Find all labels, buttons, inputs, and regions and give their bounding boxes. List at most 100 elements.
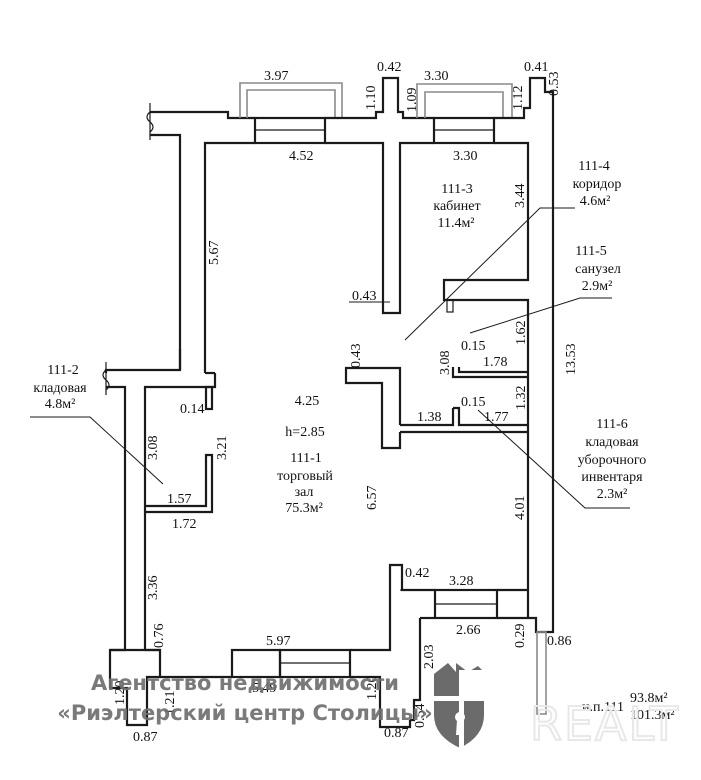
bay-left-outer	[239, 82, 343, 118]
dim-bottom-inner: 5.49	[252, 681, 277, 696]
dim-right-step: 0.29	[513, 624, 528, 649]
room-111-6-name-3: инвентаря	[581, 470, 643, 485]
dim-entrance-small: 0.54	[413, 704, 428, 729]
wall-partition-office	[325, 141, 434, 315]
room-111-2-id: 111-2	[47, 363, 79, 378]
dim-wc-side: 1.62	[514, 321, 529, 346]
dim-partition-stub-2: 0.43	[349, 344, 364, 369]
bay-right-inner	[424, 91, 504, 118]
wall-storage-partition	[145, 453, 214, 514]
wall-central-partition	[344, 366, 402, 450]
dim-corridor-length: 3.08	[438, 351, 453, 376]
wall-top-left	[150, 110, 255, 120]
dim-storage-inner: 1.57	[167, 492, 192, 507]
door-jamb	[446, 299, 454, 313]
wall-right-outer	[494, 76, 555, 634]
dim-office-top: 3.30	[453, 149, 478, 164]
dim-entrance-side: 2.03	[422, 645, 437, 670]
break-mark-top	[146, 103, 154, 140]
room-111-3-name: кабинет	[433, 199, 480, 214]
wall-bottom-right-top	[350, 645, 392, 652]
dim-total-right: 13.53	[564, 344, 579, 376]
dim-hall-side: 5.67	[207, 241, 222, 266]
room-111-6-name-2: уборочного	[578, 453, 647, 468]
wall-stub-014	[204, 385, 214, 411]
area-summary: и.п.111 93.8м² 101.3м²	[582, 691, 675, 723]
wall-bottom-left	[110, 648, 162, 727]
room-111-5-name: санузел	[575, 262, 621, 277]
dim-wall-014: 0.14	[180, 402, 205, 417]
agency-name-line-2: «Риэлтерский центр Столицы»	[57, 701, 432, 725]
room-111-1-name-2: зал	[295, 485, 314, 500]
room-111-1-height: h=2.85	[285, 425, 324, 440]
shield-logo-icon	[434, 663, 484, 748]
bay-right-outer	[416, 83, 513, 118]
room-111-6-area: 2.3м²	[597, 487, 628, 502]
room-111-5-area: 2.9м²	[582, 279, 613, 294]
dim-right-corner: 0.86	[547, 634, 572, 649]
room-111-1-id: 111-1	[290, 451, 322, 466]
room-111-1-name: торговый	[277, 469, 333, 484]
wall-right-inner	[442, 141, 530, 618]
dim-hall-mid: 6.57	[365, 486, 380, 511]
leader-lines	[30, 207, 630, 591]
room-111-1-width: 4.25	[295, 394, 320, 409]
dim-left-stub: 0.76	[152, 624, 167, 649]
dim-ledge-far-right: 0.53	[547, 72, 562, 97]
wall-storage-top	[104, 349, 182, 373]
wall-entrance-side	[410, 618, 422, 722]
dim-store-side: 1.32	[514, 386, 529, 411]
dim-entrance-stub: 0.42	[405, 566, 430, 581]
dim-wc-width: 1.78	[483, 355, 508, 370]
dim-ledge-mid: 1.09	[405, 88, 420, 113]
dim-bottom-window: 5.97	[266, 634, 291, 649]
watermark: REALT Агентство недвижимости «Риэлтерски…	[57, 663, 680, 752]
dim-pilaster-mid: 0.42	[377, 60, 402, 75]
room-111-2-name: кладовая	[33, 381, 87, 396]
ramp	[536, 631, 547, 715]
dim-pilaster-right: 0.41	[524, 60, 549, 75]
walls	[102, 76, 555, 729]
dim-ledge-right: 1.12	[511, 86, 526, 111]
dim-top-window-right: 3.30	[424, 69, 449, 84]
summary-area-main: 93.8м²	[630, 691, 668, 706]
dim-hall-top: 4.52	[289, 149, 314, 164]
wall-bottom-right	[350, 675, 412, 729]
dim-right-lower: 4.01	[513, 496, 528, 521]
realt-watermark: REALT	[530, 697, 680, 751]
dimension-labels: 3.97 0.42 3.30 0.41 1.10 1.09 1.12 0.53 …	[113, 60, 579, 745]
dim-storage-side: 3.08	[146, 436, 161, 461]
dim-storage-outer: 1.72	[172, 517, 197, 532]
bay-left-inner	[246, 89, 336, 118]
wall-pilaster-mid	[325, 76, 434, 120]
room-111-6-name: кладовая	[585, 435, 639, 450]
leader-111-6	[477, 409, 630, 509]
room-111-6-id: 111-6	[596, 417, 628, 432]
dim-partition-stub: 0.43	[352, 289, 377, 304]
dim-bottom-left-a: 1.20	[113, 681, 128, 706]
dim-store-top-right: 1.77	[484, 410, 509, 425]
dim-bottom-left-width: 0.87	[133, 730, 158, 745]
summary-area-total: 101.3м²	[630, 708, 675, 723]
break-mark-left	[102, 362, 110, 395]
leader-111-2	[30, 416, 164, 485]
wall-top-left-inner	[150, 133, 182, 370]
wall-wc-bottom	[451, 367, 528, 379]
dim-top-window-left: 3.97	[264, 69, 289, 84]
leader-111-4	[404, 207, 575, 341]
dim-ledge-left: 1.10	[364, 86, 379, 111]
room-labels: 4.25 h=2.85 111-1 торговый зал 75.3м² 11…	[33, 159, 646, 516]
room-111-5-id: 111-5	[575, 244, 607, 259]
wall-left-outer	[106, 385, 127, 688]
dim-left-lower: 3.36	[146, 576, 161, 601]
dim-storage-depth: 3.21	[215, 436, 230, 461]
dim-bottom-left-b: 1.21	[163, 691, 178, 716]
wall-store-top	[453, 406, 528, 427]
dim-bottom-right-a: 1.20	[365, 676, 380, 701]
room-111-3-area: 11.4м²	[437, 216, 474, 231]
room-111-4-name: коридор	[573, 177, 622, 192]
dim-office-side: 3.44	[513, 184, 528, 209]
agency-name-line-1: Агентство недвижимости	[91, 671, 399, 695]
room-111-1-area: 75.3м²	[285, 501, 323, 516]
